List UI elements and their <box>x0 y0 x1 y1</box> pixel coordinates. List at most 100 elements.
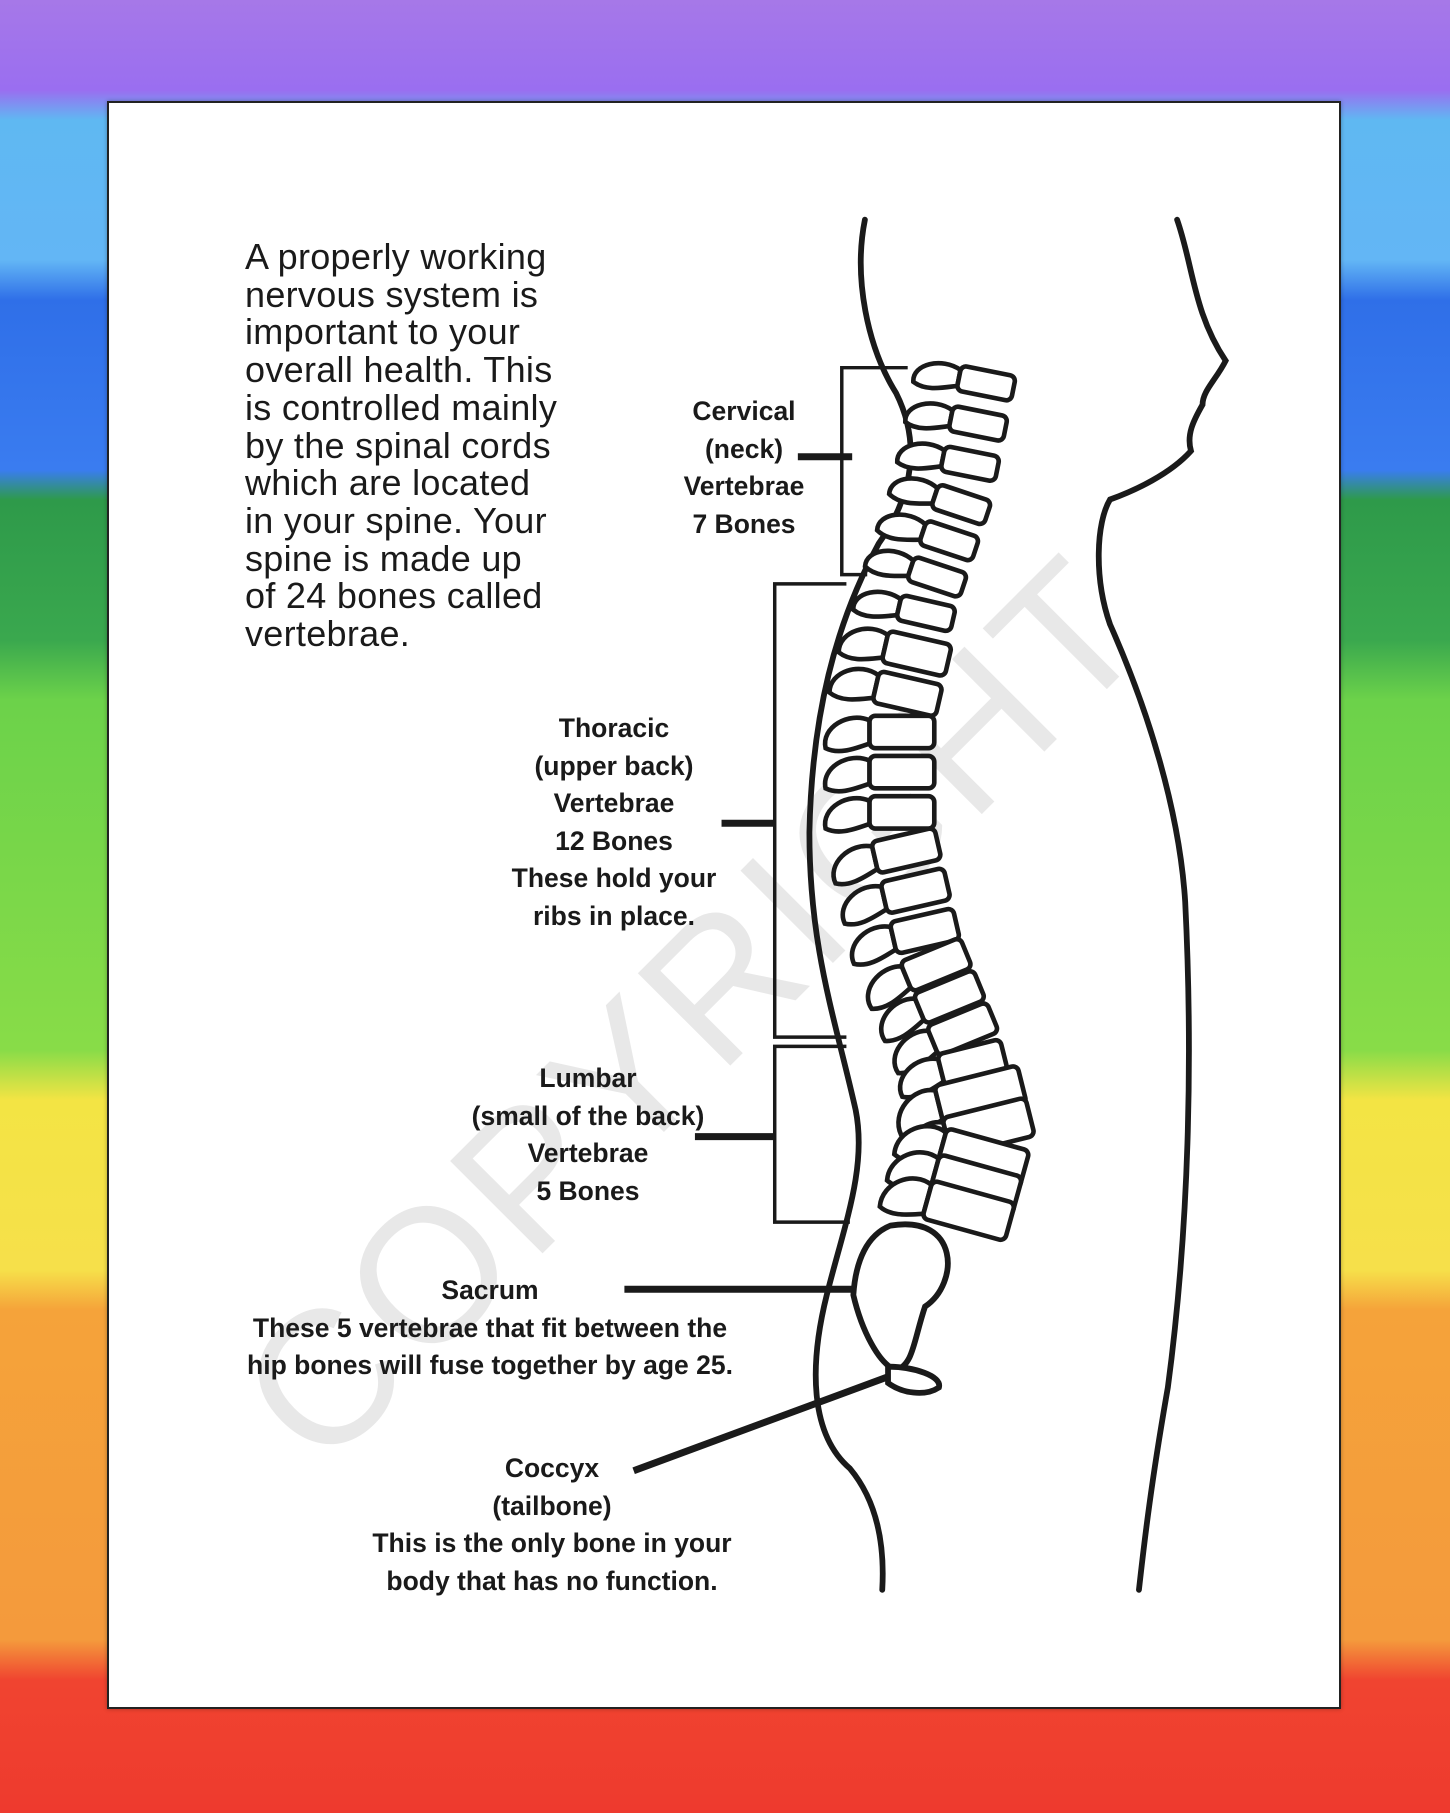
spinous-process <box>874 512 929 543</box>
sacrum-bone <box>850 1221 951 1374</box>
spinous-process <box>877 1176 935 1217</box>
vertebra <box>862 548 969 599</box>
sacrum-label-line: These 5 vertebrae that fit between the <box>252 1312 728 1343</box>
vertebral-body <box>930 483 993 527</box>
spinous-process <box>822 715 872 754</box>
vertebral-body <box>871 669 944 719</box>
vertebra <box>849 906 962 967</box>
vertebral-body <box>894 593 958 634</box>
vertebral-body <box>921 1179 1017 1243</box>
spinous-process <box>878 996 927 1044</box>
vertebral-body <box>869 826 943 875</box>
coccyx-label-line: Coccyx <box>504 1453 600 1483</box>
coccyx-label-line: body that has no function. <box>386 1565 718 1596</box>
vertebra <box>886 476 993 527</box>
vertebral-body <box>912 969 987 1025</box>
spinous-process <box>865 964 914 1012</box>
spinous-process <box>902 401 956 431</box>
vertebra <box>850 589 958 634</box>
vertebra <box>877 1176 1017 1243</box>
vertebra <box>831 826 943 887</box>
thoracic-label-line: 12 Bones <box>555 825 673 856</box>
thoracic-bracket <box>772 582 847 1039</box>
sacrum-label-line: hip bones will fuse together by age 25. <box>247 1350 733 1381</box>
lumbar-bracket <box>772 1044 850 1224</box>
coccyx-label-line: This is the only bone in your <box>372 1528 732 1559</box>
intro-line: is controlled mainly <box>245 386 558 428</box>
thoracic-label-line: Vertebrae <box>553 788 675 819</box>
cervical-label-line: 7 Bones <box>692 508 796 539</box>
coccyx-label: Coccyx (tailbone) This is the only bone in… <box>372 1450 731 1600</box>
vertebral-body <box>925 1001 1000 1057</box>
spinous-process <box>886 476 941 506</box>
coccyx-label-line: (tailbone) <box>492 1490 612 1521</box>
spinous-process <box>822 795 872 834</box>
vertebral-body <box>955 364 1018 403</box>
vertebra <box>874 512 981 563</box>
cervical-label-line: (neck) <box>704 433 784 464</box>
spinous-process <box>822 755 872 794</box>
thoracic-label-line: ribs in place. <box>532 900 696 931</box>
intro-line: of 24 bones called <box>245 575 543 617</box>
intro-line: by the spinal cords <box>245 424 551 466</box>
thoracic-label-line: These hold your <box>511 863 717 894</box>
spinous-process <box>840 883 890 927</box>
intro-line: spine is made up <box>245 537 522 579</box>
spinous-process <box>849 924 899 967</box>
vertebral-body <box>867 753 937 791</box>
vertebral-body <box>939 444 1002 484</box>
coccyx-pointer <box>632 1372 892 1475</box>
intro-line: A properly working <box>245 236 547 277</box>
vertebral-body <box>888 906 962 956</box>
vertebral-body <box>899 936 973 993</box>
intro-line: which are located <box>245 462 531 504</box>
cervical-label-line: Cervical <box>692 396 796 426</box>
lumbar-label-line: (small of the back) <box>471 1100 705 1131</box>
vertebra <box>878 969 987 1044</box>
intro-line: vertebrae. <box>245 613 411 655</box>
vertebra <box>822 753 937 794</box>
vertebral-body <box>880 629 954 678</box>
lumbar-label-line: 5 Bones <box>536 1175 640 1206</box>
vertebra <box>902 401 1010 443</box>
cervical-label: Cervical (neck) Vertebrae 7 Bones <box>684 393 805 543</box>
thoracic-label-line: (upper back) <box>534 750 694 781</box>
lumbar-label-line: Lumbar <box>539 1063 637 1093</box>
spinous-process <box>836 626 891 662</box>
intro-line: nervous system is <box>245 273 539 315</box>
thoracic-label-line: Thoracic <box>558 713 670 743</box>
vertebral-body <box>905 555 969 599</box>
vertebral-body <box>867 713 937 751</box>
vertebra <box>822 713 937 754</box>
vertebral-body <box>867 793 937 831</box>
vertebra <box>827 666 944 719</box>
lumbar-label-line: Vertebrae <box>527 1138 649 1169</box>
vertebral-body <box>879 866 952 915</box>
vertebral-body <box>918 519 981 563</box>
spinous-process <box>850 589 904 619</box>
vertebra <box>892 1001 1000 1076</box>
front-body-outline <box>1095 216 1229 1593</box>
vertebra <box>822 793 937 834</box>
intro-line: overall health. This <box>245 349 553 391</box>
vertebra <box>894 441 1002 484</box>
spinous-process <box>862 548 916 579</box>
lumbar-label: Lumbar (small of the back) Vertebrae 5 Bone… <box>472 1060 705 1210</box>
cervical-label-line: Vertebrae <box>683 471 805 502</box>
vertebral-body <box>947 404 1010 443</box>
spinous-process <box>831 843 880 887</box>
vertebra <box>911 360 1018 403</box>
spinous-process <box>827 666 882 702</box>
coccyx-bone <box>885 1363 942 1396</box>
spine-vertebrae <box>822 360 1036 1243</box>
intro-line: in your spine. Your <box>245 499 547 541</box>
sacrum-label-line: Sacrum <box>441 1275 539 1305</box>
intro-line: important to your <box>245 311 521 353</box>
cervical-bracket <box>840 365 908 577</box>
vertebra <box>865 936 973 1012</box>
vertebra <box>836 626 954 678</box>
